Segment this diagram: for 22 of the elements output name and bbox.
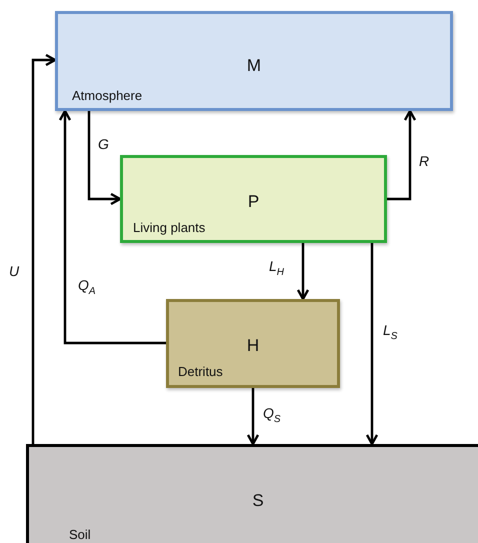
node-label: Detritus xyxy=(178,364,223,379)
detritus-box xyxy=(166,299,340,388)
arrow xyxy=(387,110,416,200)
soil-box xyxy=(26,444,478,543)
node-symbol: H xyxy=(246,336,260,356)
arrow xyxy=(366,243,378,446)
arrow xyxy=(58,110,166,344)
plants-box xyxy=(120,155,387,243)
arrow xyxy=(32,54,56,444)
arrow xyxy=(296,243,310,300)
edge-label: R xyxy=(418,153,430,169)
node-symbol: M xyxy=(246,56,262,76)
node-symbol: P xyxy=(246,192,260,212)
node-label: Living plants xyxy=(133,220,206,235)
atmosphere-box xyxy=(55,11,453,111)
arrow xyxy=(246,388,260,446)
node-label: Soil xyxy=(69,527,91,542)
node-symbol: S xyxy=(251,491,265,511)
arrow xyxy=(88,111,122,206)
edge-label: U xyxy=(8,263,20,279)
node-label: Atmosphere xyxy=(72,88,142,103)
edge-label: G xyxy=(97,136,110,152)
